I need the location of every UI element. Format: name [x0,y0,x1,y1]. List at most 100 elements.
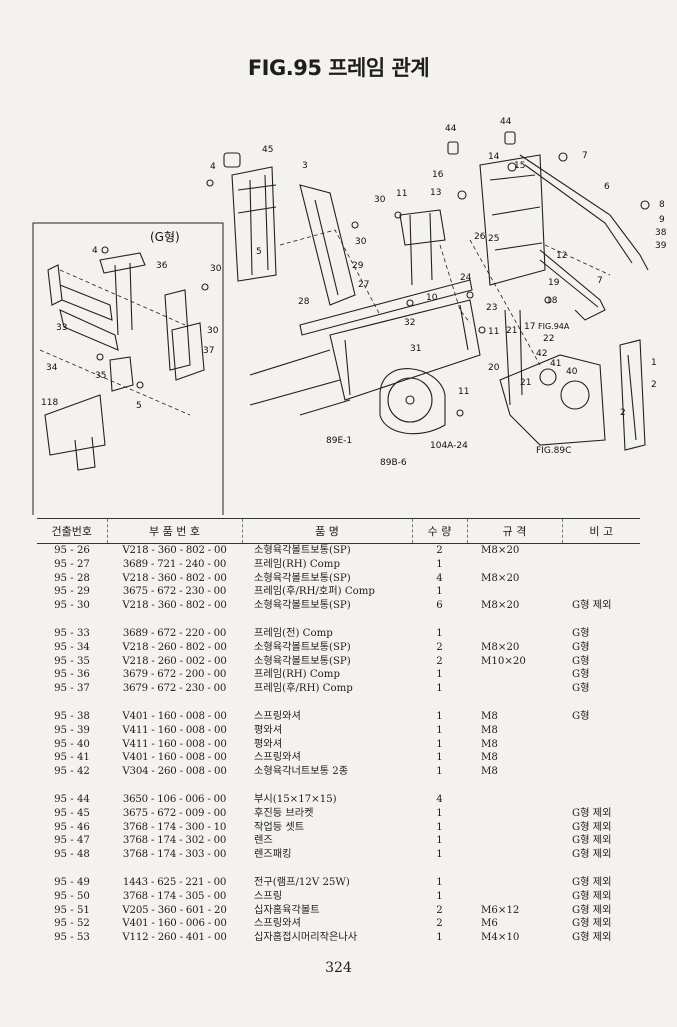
table-cell: G형 [572,627,590,639]
table-cell: M8 [481,710,498,722]
table-cell: 평와셔 [254,738,283,750]
table-cell: 1 [436,821,443,833]
exploded-parts-diagram: (G형) 45 3 4 5 6 7 8 9 38 39 44 44 14 15 … [32,117,667,515]
table-cell [467,890,562,904]
table-cell: 95 - 41 [54,752,90,764]
callout: 1 [651,358,657,368]
table-cell: 95 - 29 [54,586,90,598]
callout: 38 [655,228,667,238]
table-cell: 전구(램프/12V 25W) [254,876,350,888]
callout: 36 [156,261,168,271]
table-cell [467,793,562,807]
table-cell: 소형육각볼트보통(SP) [254,572,351,584]
ref-label: 89E-1 [326,436,352,446]
table-cell: 1 [436,835,443,847]
table-cell: 십자홈육각볼트 [254,904,320,916]
callout: 32 [404,318,415,328]
table-cell: 3768 - 174 - 300 - 10 [122,821,227,833]
callout: 39 [655,241,667,251]
table-cell: 십자홈접시머리작은나사 [254,932,358,944]
table-cell: 3689 - 672 - 220 - 00 [122,627,227,639]
callout: 2 [620,408,626,418]
callout: 44 [445,124,457,134]
table-cell: 스프링와셔 [254,752,301,764]
table-cell: G형 제외 [572,932,612,944]
table-cell: G형 [572,641,590,653]
table-cell: M8 [481,766,498,778]
table-cell: 95 - 45 [54,807,90,819]
column-header: 비 고 [561,518,640,544]
table-cell: 2 [436,904,443,916]
table-cell: 1 [436,738,443,750]
spacer-cell [37,613,640,627]
table-cell: 소형육각볼트보통(SP) [254,545,351,556]
callout: 15 [514,161,525,171]
callout: 21 [520,378,531,388]
table-cell: 1 [436,752,443,764]
table-cell: 95 - 48 [54,849,90,861]
table-cell: M8×20 [481,572,520,584]
callout: 12 [556,251,567,261]
table-cell: 95 - 49 [54,876,90,888]
callout: 11 [488,327,499,337]
table-cell: 프레임(RH) Comp [254,558,340,570]
callout: 17 [524,322,535,332]
table-cell: M10×20 [481,655,526,667]
callout: 26 [474,232,486,242]
inset-label: (G형) [150,230,180,244]
table-cell [467,682,562,696]
table-cell: 프레임(후/RH/호퍼) Comp [254,586,375,598]
callout: 41 [550,359,561,369]
table-cell: G형 제외 [572,849,612,861]
callout: 40 [566,367,578,377]
table-cell: V112 - 260 - 401 - 00 [122,932,227,944]
table-cell [562,765,640,779]
group-spacer [37,696,640,710]
table-cell: 95 - 46 [54,821,90,833]
table-cell [467,668,562,682]
table-cell: G형 제외 [572,821,612,833]
table-cell: G형 제외 [572,807,612,819]
ref-label: FIG.89C [536,446,571,456]
callout: 30 [355,237,367,247]
callout: 16 [432,170,444,180]
table-cell: V218 - 360 - 802 - 00 [122,600,227,612]
table-cell [562,544,640,558]
table-cell: G형 [572,710,590,722]
table-cell: 95 - 39 [54,724,90,736]
table-cell: G형 [572,655,590,667]
table-cell: G형 제외 [572,890,612,902]
table-cell: 95 - 36 [54,669,90,681]
table-cell [467,627,562,641]
table-cell: V411 - 160 - 008 - 00 [122,724,227,736]
table-cell: 1 [436,627,443,639]
callout: 24 [460,273,472,283]
callout: 27 [358,280,369,290]
table-cell: 2 [436,641,443,653]
table-cell: 소형육각볼트보통(SP) [254,600,351,612]
table-cell: 3768 - 174 - 305 - 00 [122,890,227,902]
table-cell: 95 - 37 [54,683,90,695]
table-cell: 95 - 33 [54,627,90,639]
callout: 20 [488,363,500,373]
table-cell: 스프링와셔 [254,710,301,722]
table-cell: V218 - 260 - 002 - 00 [122,655,227,667]
callout: 4 [92,246,98,256]
table-cell: M6 [481,918,498,930]
table-cell: 1 [436,766,443,778]
callout: 14 [488,152,500,162]
table-cell: 소형육각볼트보통(SP) [254,641,351,653]
callout: 44 [500,117,512,127]
